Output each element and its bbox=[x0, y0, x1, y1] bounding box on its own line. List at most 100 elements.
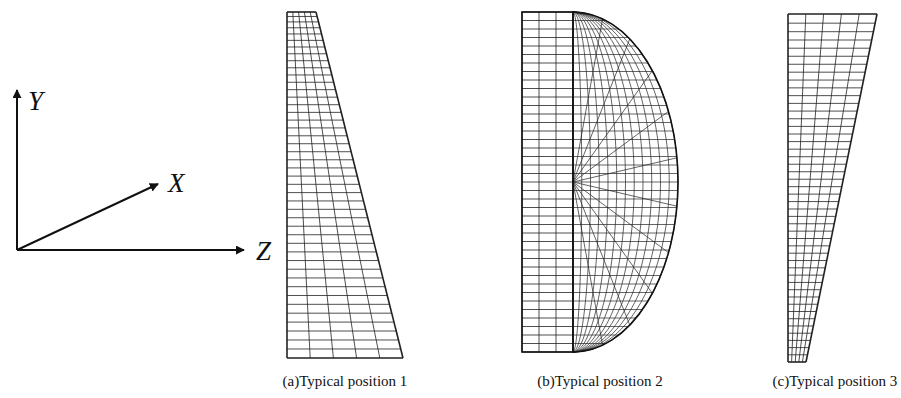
axis-label: Y bbox=[28, 88, 43, 115]
mesh-line bbox=[573, 173, 678, 174]
mesh-line bbox=[522, 267, 573, 268]
mesh-line bbox=[788, 40, 872, 41]
mesh-line bbox=[573, 158, 677, 182]
mesh-line bbox=[788, 275, 824, 276]
caption-label: (b)Typical position 2 bbox=[537, 374, 663, 389]
mesh-line bbox=[788, 48, 870, 49]
mesh-line bbox=[573, 20, 606, 21]
mesh-line bbox=[788, 333, 812, 334]
mesh-line bbox=[287, 234, 372, 235]
mesh-line bbox=[287, 135, 347, 136]
mesh-line bbox=[573, 199, 677, 200]
mesh-line bbox=[573, 29, 619, 30]
mesh-line bbox=[522, 250, 573, 251]
mesh-line bbox=[287, 286, 385, 287]
mesh-line bbox=[522, 199, 573, 200]
mesh-line bbox=[287, 53, 327, 54]
mesh-line bbox=[287, 322, 394, 323]
mesh-line bbox=[299, 12, 334, 358]
mesh-line bbox=[573, 80, 657, 81]
mesh-line bbox=[573, 284, 657, 285]
mesh-line bbox=[522, 71, 573, 72]
mesh-line bbox=[522, 122, 573, 123]
mesh-line bbox=[788, 245, 830, 246]
mesh-line bbox=[788, 134, 853, 135]
mesh-line bbox=[287, 11, 316, 13]
mesh-line bbox=[287, 16, 317, 17]
mesh-line bbox=[573, 148, 676, 149]
mesh-line bbox=[287, 27, 320, 28]
mesh-line bbox=[792, 14, 806, 362]
mesh-line bbox=[788, 171, 845, 172]
mesh-line bbox=[573, 71, 652, 182]
mesh-line bbox=[573, 182, 678, 183]
mesh-line bbox=[287, 348, 401, 349]
mesh-line bbox=[287, 176, 357, 177]
caption-label: (c)Typical position 3 bbox=[773, 374, 898, 389]
mesh-line bbox=[522, 233, 573, 234]
mesh-line bbox=[573, 241, 671, 242]
mesh-line bbox=[522, 88, 573, 89]
mesh-line bbox=[287, 33, 322, 34]
mesh-line bbox=[788, 267, 825, 268]
mesh-line bbox=[522, 173, 573, 174]
mesh-line bbox=[522, 207, 573, 208]
mesh-line bbox=[802, 14, 859, 362]
mesh-line bbox=[522, 165, 573, 166]
mesh-line bbox=[522, 292, 573, 293]
mesh-line bbox=[287, 209, 366, 210]
mesh-line bbox=[287, 313, 392, 314]
axis-label: Z bbox=[256, 238, 271, 265]
mesh-line bbox=[788, 186, 842, 187]
mesh-line bbox=[573, 12, 678, 352]
mesh-line bbox=[573, 267, 664, 268]
mesh-line bbox=[522, 105, 573, 106]
mesh-line bbox=[522, 20, 573, 21]
mesh-line bbox=[522, 29, 573, 30]
mesh-line bbox=[573, 182, 630, 325]
mesh-line bbox=[573, 343, 606, 344]
mesh-line bbox=[573, 131, 673, 132]
mesh-line bbox=[573, 292, 653, 293]
mesh-line bbox=[287, 295, 387, 296]
mesh-line bbox=[573, 19, 603, 182]
x-axis bbox=[17, 184, 158, 250]
mesh-line bbox=[573, 182, 677, 206]
mesh-line bbox=[287, 120, 343, 121]
mesh-line bbox=[788, 149, 849, 150]
mesh-line bbox=[316, 12, 403, 358]
mesh-line bbox=[522, 326, 573, 327]
mesh-line bbox=[788, 13, 877, 15]
mesh-line bbox=[522, 156, 573, 157]
mesh-line bbox=[573, 37, 628, 38]
mesh-line bbox=[287, 357, 403, 359]
mesh-line bbox=[788, 340, 810, 341]
mesh-line bbox=[573, 224, 675, 225]
band-outline bbox=[522, 12, 573, 352]
mesh-line bbox=[287, 167, 355, 168]
mesh-line bbox=[788, 164, 846, 165]
mesh-line bbox=[788, 311, 816, 312]
mesh-a bbox=[287, 12, 403, 358]
mesh-line bbox=[287, 74, 332, 75]
mesh-line bbox=[287, 40, 323, 41]
mesh-line bbox=[788, 31, 873, 32]
mesh-line bbox=[573, 39, 630, 182]
mesh-line bbox=[573, 207, 677, 208]
mesh-line bbox=[573, 182, 652, 293]
mesh-line bbox=[287, 89, 336, 90]
mesh-line bbox=[522, 80, 573, 81]
mesh-line bbox=[573, 275, 661, 276]
mesh-line bbox=[788, 23, 875, 24]
mesh-line bbox=[287, 331, 396, 332]
mesh-line bbox=[522, 114, 573, 115]
mesh-line bbox=[788, 325, 813, 326]
mesh-line bbox=[522, 63, 573, 64]
mesh-line bbox=[522, 97, 573, 98]
mesh-line bbox=[287, 226, 370, 227]
mesh-line bbox=[522, 309, 573, 310]
mesh-line bbox=[556, 12, 557, 352]
mesh-line bbox=[788, 347, 809, 348]
